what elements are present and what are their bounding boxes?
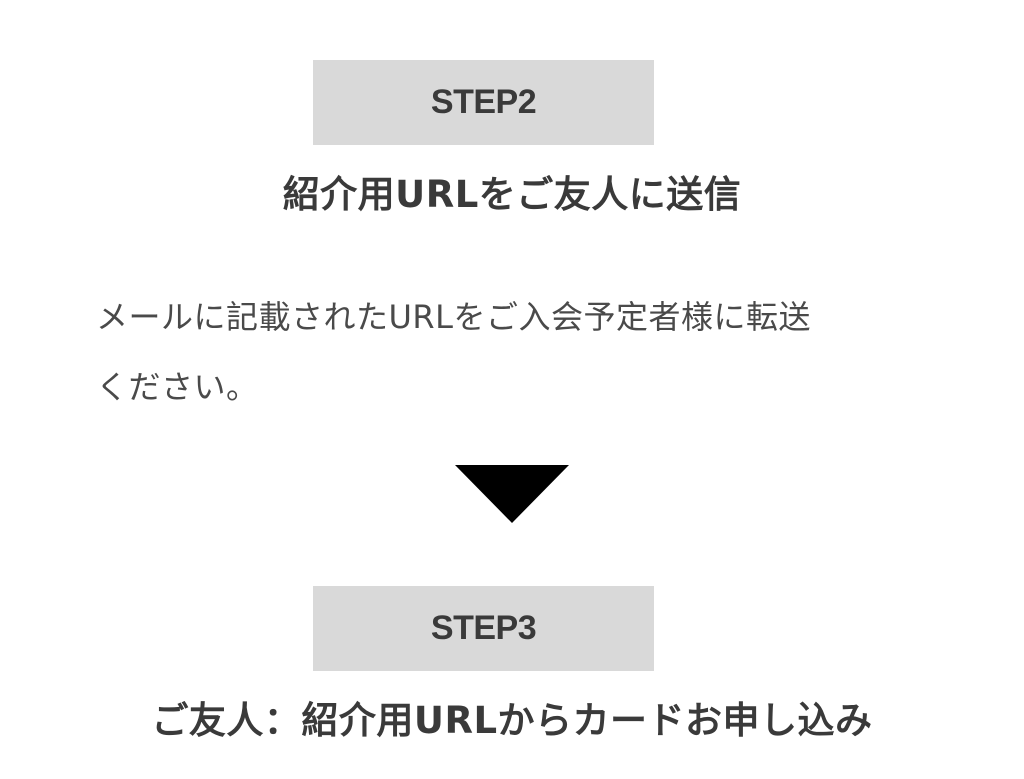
triangle-down-icon: [455, 465, 569, 523]
step2-description-line1: メールに記載されたURLをご入会予定者様に転送: [96, 298, 811, 336]
step3-title: ご友人：紹介用URLからカードお申し込み: [151, 699, 873, 742]
step2-description-line2: ください。: [96, 368, 259, 406]
step2-title: 紹介用URLをご友人に送信: [282, 173, 742, 216]
step3-badge: STEP3: [313, 586, 654, 671]
step2-badge-label: STEP2: [430, 83, 537, 121]
step2-badge: STEP2: [313, 60, 654, 145]
step3-badge-label: STEP3: [430, 609, 537, 647]
step2-description: メールに記載されたURLをご入会予定者様に転送 ください。: [96, 282, 936, 422]
